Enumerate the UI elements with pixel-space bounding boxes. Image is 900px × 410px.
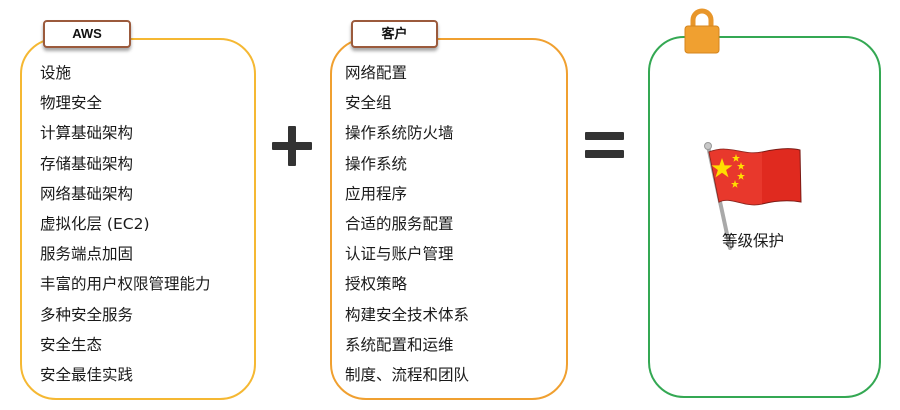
customer-item: 授权策略 [345, 275, 408, 294]
aws-item: 计算基础架构 [40, 124, 134, 143]
aws-item: 安全最佳实践 [40, 365, 134, 384]
customer-item: 安全组 [345, 94, 392, 113]
aws-item: 网络基础架构 [40, 184, 134, 203]
aws-item: 虚拟化层 (EC2) [40, 214, 150, 233]
customer-item: 认证与账户管理 [345, 245, 454, 264]
aws-item: 服务端点加固 [40, 245, 134, 264]
customer-item: 操作系统 [345, 154, 408, 173]
equals-icon-lower [585, 150, 624, 158]
china-flag-icon [704, 142, 802, 250]
customer-item: 制度、流程和团队 [345, 365, 470, 384]
plus-icon-vertical [288, 126, 296, 166]
equals-icon [585, 132, 624, 140]
customer-list: 网络配置 安全组 操作系统防火墙 操作系统 应用程序 合适的服务配置 认证与账户… [345, 62, 469, 394]
result-label: 等级保护 [722, 232, 785, 250]
lock-icon [684, 8, 720, 54]
customer-item: 应用程序 [345, 184, 408, 203]
customer-panel [330, 38, 568, 400]
result-panel [648, 36, 881, 398]
aws-panel [20, 38, 256, 400]
aws-item: 存储基础架构 [40, 154, 134, 173]
customer-tag: 客户 [351, 20, 438, 48]
aws-item: 设施 [40, 64, 72, 82]
aws-item: 安全生态 [40, 335, 103, 354]
customer-item: 合适的服务配置 [345, 214, 454, 233]
customer-item: 操作系统防火墙 [345, 124, 454, 143]
customer-item: 构建安全技术体系 [345, 305, 470, 324]
aws-item: 多种安全服务 [40, 305, 134, 324]
aws-list: 设施 物理安全 计算基础架构 存储基础架构 网络基础架构 虚拟化层 (EC2) … [40, 62, 211, 394]
customer-item: 系统配置和运维 [345, 335, 454, 354]
customer-item: 网络配置 [345, 64, 408, 82]
aws-item: 物理安全 [40, 94, 103, 113]
aws-item: 丰富的用户权限管理能力 [40, 275, 211, 294]
aws-tag: AWS [43, 20, 131, 48]
